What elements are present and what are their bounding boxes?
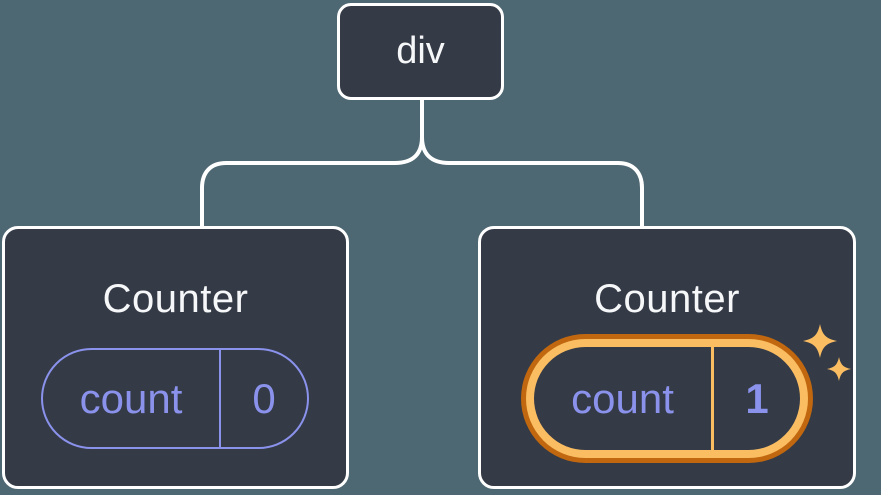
counter-card-right: Counter count 1 (478, 226, 856, 489)
state-value-label: 1 (745, 374, 769, 422)
root-node-div: div (337, 3, 504, 100)
state-key-section: count (43, 350, 221, 447)
root-node-label: div (396, 30, 445, 72)
state-value-section: 1 (714, 347, 800, 450)
state-key-label: count (571, 374, 674, 422)
state-pill-highlight-ring: count 1 (521, 334, 813, 463)
sparkles-icon (803, 324, 851, 381)
state-key-label: count (79, 374, 183, 422)
counter-card-left: Counter count 0 (2, 226, 349, 489)
state-pill-highlight-ring-inner: count 1 (526, 339, 808, 458)
state-value-label: 0 (252, 374, 276, 422)
state-key-section: count (534, 347, 714, 450)
component-title: Counter (594, 277, 740, 321)
component-title: Counter (102, 277, 249, 321)
state-pill: count 0 (41, 348, 309, 449)
state-value-section: 0 (221, 350, 307, 447)
state-pill: count 1 (534, 347, 800, 450)
